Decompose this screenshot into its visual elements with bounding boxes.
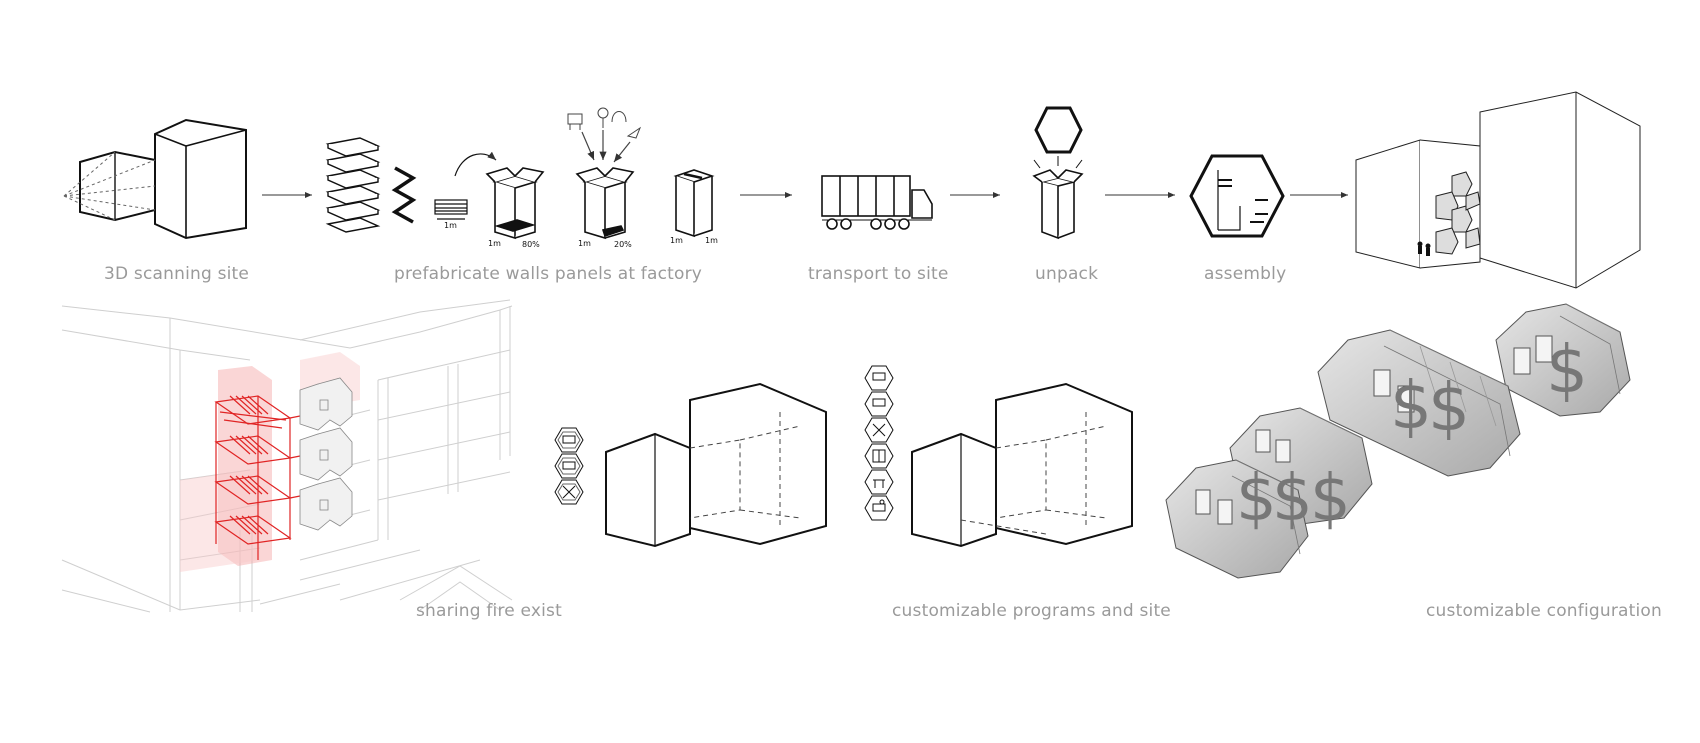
sofa-icon [554, 453, 584, 479]
dim-label-crate-b: 1m [705, 236, 718, 245]
module-configuration-illustration: $ $ $ $ $ $ [1165, 303, 1631, 579]
assembled-building-icon [1355, 91, 1641, 289]
hex-module-middle: $ $ [1317, 329, 1521, 477]
bed-icon [864, 365, 894, 391]
caption-configuration: customizable configuration [1426, 601, 1663, 621]
pct-label-20: 20% [614, 240, 632, 249]
caption-fire-exit: sharing fire exist [416, 601, 562, 621]
dim-label-box2: 1m [578, 239, 591, 248]
truck-icon [821, 175, 933, 230]
dollar-symbol: $ [1546, 331, 1588, 408]
hex-module-left: $ $ $ [1165, 407, 1373, 579]
hexagon-icon [1034, 106, 1083, 154]
step-label-unpack: unpack [1035, 264, 1099, 284]
dollar-symbol: $ [1236, 462, 1277, 536]
hex-module-right: $ [1495, 303, 1631, 417]
folded-panel-icon [391, 166, 417, 224]
step-label-scan: 3D scanning site [104, 264, 250, 284]
caption-programs: customizable programs and site [892, 601, 1171, 621]
crate-icon [673, 169, 715, 238]
red-stair-icon [214, 395, 341, 560]
dim-label-box1: 1m [488, 239, 501, 248]
box-icon [485, 167, 545, 240]
sofa-icon [864, 391, 894, 417]
furniture-items-icon [567, 107, 642, 163]
unpack-box-icon [1032, 156, 1084, 240]
desk-icon [864, 469, 894, 495]
workspace-icon [864, 495, 894, 521]
program-icons-column-a [554, 427, 584, 505]
dollar-symbol: $ [1272, 462, 1313, 536]
panel-stack-icon [325, 137, 381, 233]
box-icon [575, 167, 635, 240]
dining-icon [554, 479, 584, 505]
scanning-site-icon [63, 118, 247, 240]
fire-exit-building-illustration [61, 299, 513, 613]
program-icons-column-b [864, 365, 894, 521]
step-label-assembly: assembly [1204, 264, 1287, 284]
dollar-symbol: $ [1390, 367, 1432, 444]
dim-label-crate-a: 1m [670, 236, 683, 245]
step-label-transport: transport to site [808, 264, 949, 284]
dining-icon [864, 417, 894, 443]
dim-label-flat: 1m [444, 221, 457, 230]
dollar-symbol: $ [1428, 369, 1470, 446]
assembly-plan-icon [1189, 154, 1285, 238]
bed-icon [554, 427, 584, 453]
step-label-prefab: prefabricate walls panels at factory [394, 264, 703, 284]
dollar-symbol: $ [1310, 462, 1351, 536]
massing-model-a [605, 382, 827, 548]
massing-model-b [911, 382, 1133, 548]
pct-label-80: 80% [522, 240, 540, 249]
flat-panel-icon [434, 199, 468, 220]
kitchen-icon [864, 443, 894, 469]
